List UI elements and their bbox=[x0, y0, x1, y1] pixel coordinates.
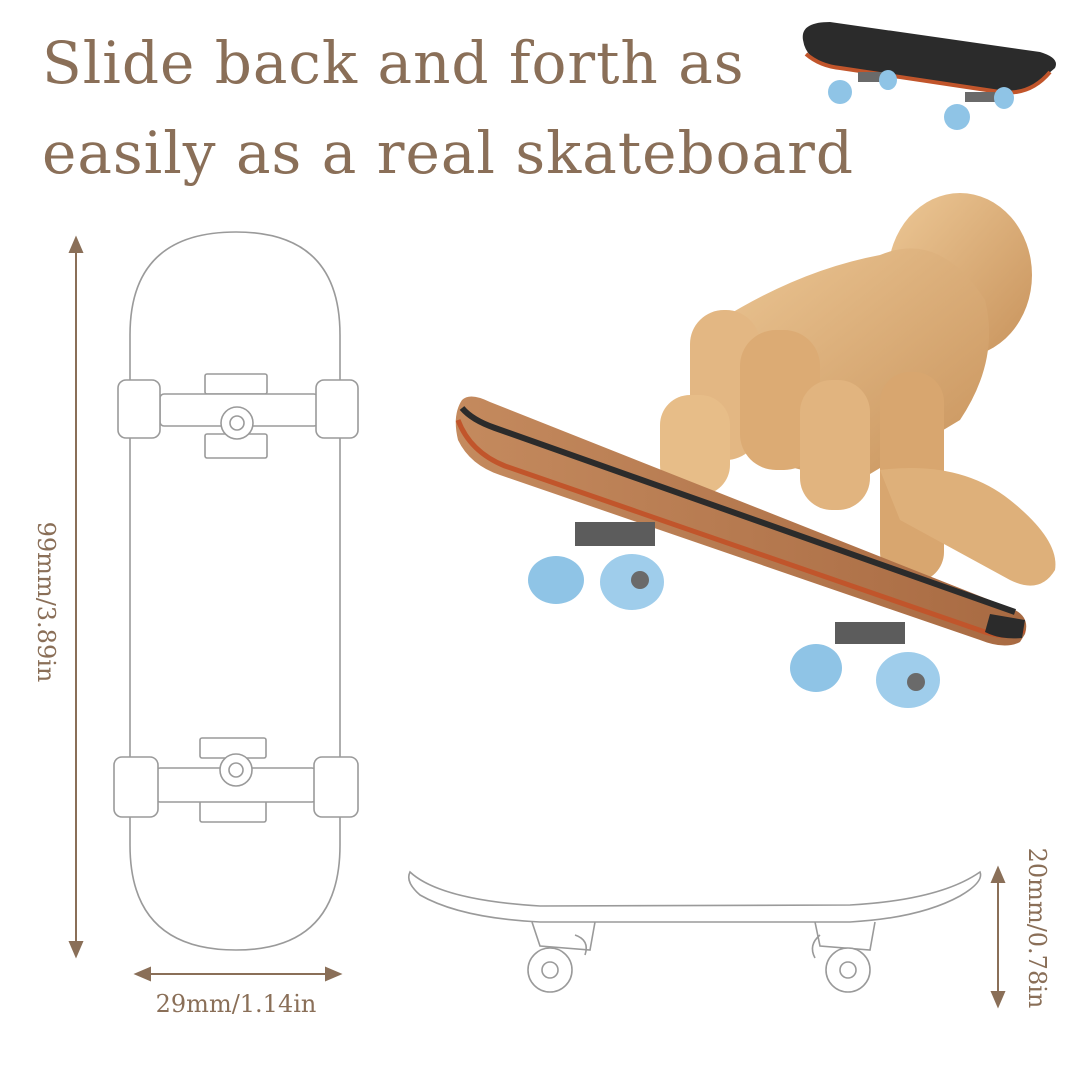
height-arrow bbox=[990, 865, 1006, 1009]
top-view-deck-outline bbox=[113, 231, 359, 951]
width-arrow bbox=[133, 966, 343, 982]
length-arrow bbox=[68, 235, 84, 959]
headline-line-1: Slide back and forth as bbox=[42, 29, 745, 97]
wooden-hand bbox=[660, 193, 1056, 586]
height-label: 20mm/0.78in bbox=[1023, 847, 1051, 1009]
side-view-deck-outline bbox=[407, 870, 982, 993]
fingerboard-photo bbox=[455, 396, 1027, 708]
length-label: 99mm/3.89in bbox=[32, 521, 60, 683]
headline: Slide back and forth as easily as a real… bbox=[42, 18, 902, 198]
headline-line-2: easily as a real skateboard bbox=[42, 119, 854, 187]
width-label: 29mm/1.14in bbox=[155, 990, 317, 1018]
